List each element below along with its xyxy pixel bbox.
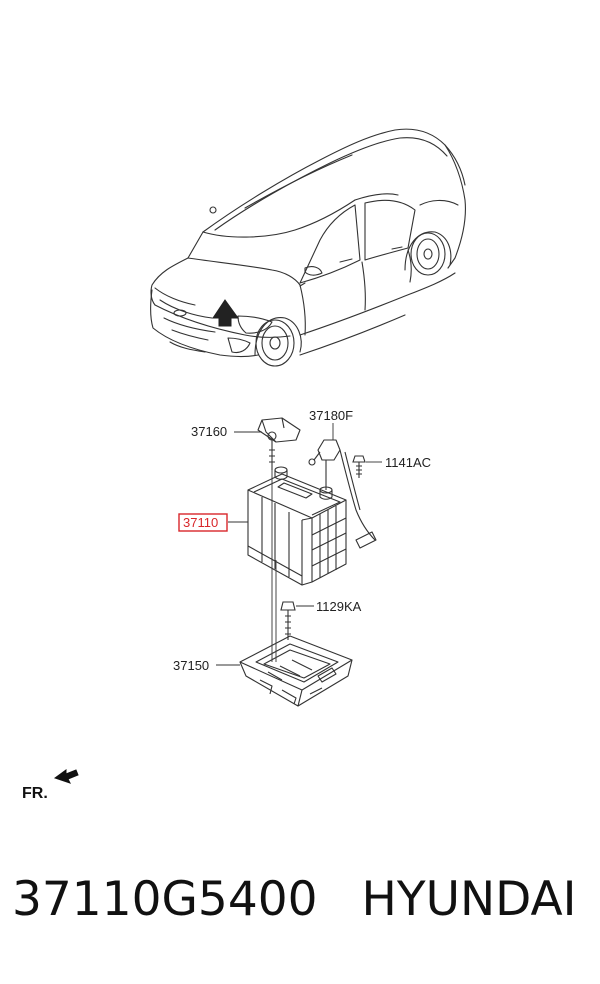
battery-bracket [257,417,301,470]
bolt-1129ka [280,601,296,640]
brand-name: HYUNDAI [361,872,577,927]
callout-1141ac: 1141AC [385,455,431,470]
callout-37110[interactable]: 37110 [183,515,218,530]
caption: 37110G5400 HYUNDAI [12,872,592,927]
guide-lines [271,470,277,662]
callout-1129ka: 1129KA [316,599,362,614]
battery-tray [239,635,353,707]
part-number: 37110G5400 [12,872,318,927]
negative-cable [308,439,377,549]
leader-lines [216,423,382,666]
car-illustration [150,128,466,367]
location-arrow-icon [212,299,239,327]
front-direction-arrow-icon [53,769,79,784]
callout-37150: 37150 [173,658,209,673]
front-label: FR. [22,785,48,802]
bolt-1141ac [352,455,366,478]
battery [247,466,347,586]
callout-highlight-box [178,513,228,532]
callout-37180f: 37180F [309,408,353,423]
callout-37160: 37160 [191,424,227,439]
